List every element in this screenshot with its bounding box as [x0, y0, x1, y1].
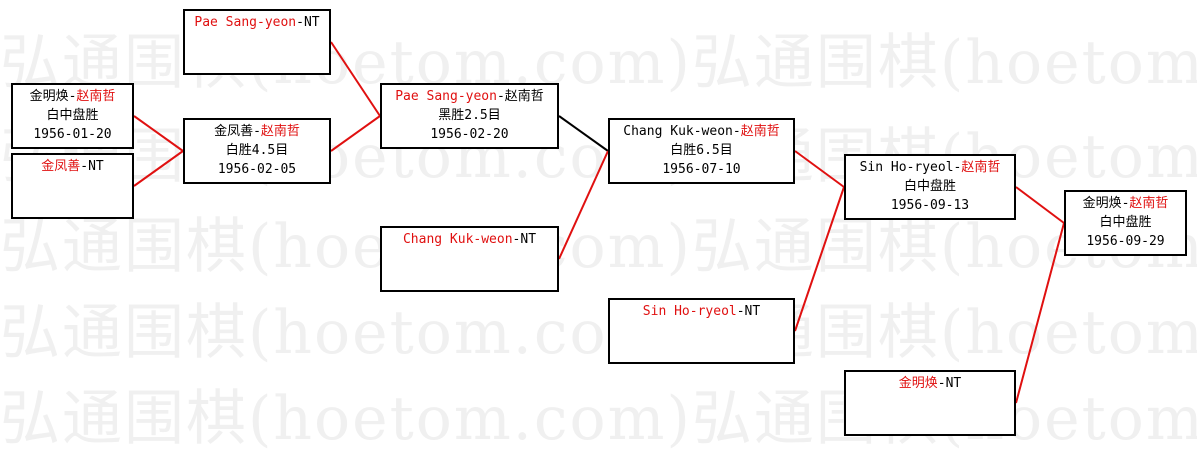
- separator: -: [953, 160, 962, 175]
- result-text: 白胜4.5目: [225, 143, 289, 158]
- connector-r2a-r3a: [330, 41, 381, 117]
- player-one-name: Chang Kuk-weon: [623, 124, 733, 139]
- connector-r1b-r2b: [133, 150, 184, 187]
- date-text: 1956-07-10: [662, 162, 741, 177]
- player-two-name: 赵南哲: [961, 160, 1001, 175]
- players-line: 金凤善-赵南哲: [185, 122, 329, 141]
- result-text: 白中盘胜: [1099, 215, 1152, 230]
- player-two-name: NT: [88, 159, 104, 174]
- game-card-r3a[interactable]: Pae Sang-yeon-赵南哲 黑胜2.5目 1956-02-20: [380, 83, 559, 149]
- game-card-r2b[interactable]: 金凤善-赵南哲 白胜4.5目 1956-02-05: [183, 118, 331, 184]
- player-two-name: NT: [945, 376, 962, 391]
- player-two-name: NT: [520, 232, 537, 247]
- connector-r3a-r4a: [558, 115, 609, 152]
- game-card-r5a[interactable]: Sin Ho-ryeol-赵南哲 白中盘胜 1956-09-13: [844, 154, 1016, 220]
- player-two-name: 赵南哲: [504, 89, 544, 104]
- players-line: Chang Kuk-weon-NT: [382, 230, 557, 249]
- players-line: 金凤善-NT: [13, 157, 132, 176]
- separator: -: [732, 124, 741, 139]
- player-one-name: Chang Kuk-weon: [402, 232, 513, 247]
- player-one-name: Pae Sang-yeon: [395, 89, 497, 104]
- connector-r1a-r2b: [133, 115, 184, 152]
- player-two-name: 赵南哲: [76, 89, 116, 104]
- game-card-r1a[interactable]: 金明焕-赵南哲 白中盘胜 1956-01-20: [11, 83, 134, 149]
- separator: -: [253, 124, 261, 139]
- date-text: 1956-09-13: [890, 198, 970, 213]
- player-one-name: Pae Sang-yeon: [194, 15, 297, 30]
- player-two-name: 赵南哲: [260, 124, 300, 139]
- connector-r5b-r6: [1015, 222, 1065, 404]
- separator: -: [1121, 196, 1130, 211]
- player-one-name: 金明焕: [29, 89, 69, 104]
- players-line: Pae Sang-yeon-赵南哲: [382, 87, 557, 106]
- separator: -: [937, 376, 946, 391]
- player-two-name: 赵南哲: [1129, 196, 1169, 211]
- connector-r4a-r5a: [794, 150, 845, 188]
- result-text: 白中盘胜: [903, 179, 956, 194]
- players-line: Chang Kuk-weon-赵南哲: [610, 122, 793, 141]
- players-line: 金明焕-赵南哲: [13, 87, 132, 106]
- players-line: 金明焕-赵南哲: [1066, 194, 1185, 213]
- date-text: 1956-09-29: [1086, 234, 1165, 249]
- player-two-name: NT: [303, 15, 320, 30]
- separator: -: [512, 232, 521, 247]
- players-line: 金明焕-NT: [846, 374, 1014, 393]
- game-card-final[interactable]: 金明焕-赵南哲 白中盘胜 1956-09-29: [1064, 190, 1187, 256]
- player-one-name: Sin Ho-ryeol: [642, 304, 737, 319]
- player-two-name: 赵南哲: [740, 124, 780, 139]
- game-card-r1b[interactable]: 金凤善-NT: [11, 153, 134, 219]
- connector-r2b-r3a: [330, 115, 381, 152]
- player-one-name: Sin Ho-ryeol: [859, 160, 954, 175]
- player-one-name: 金凤善: [214, 124, 254, 139]
- player-one-name: 金凤善: [41, 159, 81, 174]
- game-card-r5b[interactable]: 金明焕-NT: [844, 370, 1016, 436]
- result-text: 黑胜2.5目: [438, 108, 501, 123]
- connector-r5a-r6: [1015, 186, 1065, 224]
- game-card-r3b[interactable]: Chang Kuk-weon-NT: [380, 226, 559, 292]
- date-text: 1956-02-20: [430, 127, 509, 142]
- connector-r4b-r5a: [794, 186, 845, 332]
- separator: -: [68, 89, 77, 104]
- players-line: Pae Sang-yeon-NT: [185, 13, 329, 32]
- player-two-name: NT: [744, 304, 761, 319]
- separator: -: [296, 15, 304, 30]
- separator: -: [80, 159, 89, 174]
- connector-r3b-r4a: [558, 150, 609, 260]
- player-one-name: 金明焕: [1082, 196, 1122, 211]
- game-card-r4b[interactable]: Sin Ho-ryeol-NT: [608, 298, 795, 364]
- player-one-name: 金明焕: [898, 376, 938, 391]
- separator: -: [496, 89, 505, 104]
- result-text: 白胜6.5目: [670, 143, 733, 158]
- game-card-r2a[interactable]: Pae Sang-yeon-NT: [183, 9, 331, 75]
- players-line: Sin Ho-ryeol-赵南哲: [846, 158, 1014, 177]
- separator: -: [736, 304, 745, 319]
- game-card-r4a[interactable]: Chang Kuk-weon-赵南哲 白胜6.5目 1956-07-10: [608, 118, 795, 184]
- result-text: 白中盘胜: [46, 108, 99, 123]
- players-line: Sin Ho-ryeol-NT: [610, 302, 793, 321]
- date-text: 1956-01-20: [33, 127, 112, 142]
- date-text: 1956-02-05: [217, 162, 297, 177]
